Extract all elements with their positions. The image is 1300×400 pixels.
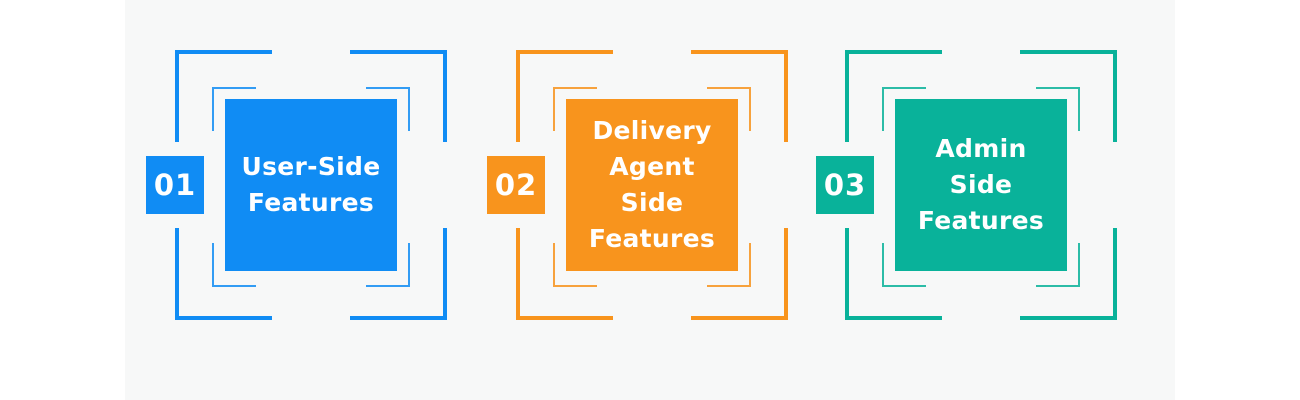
feature-card-user-side: User-Side Features 01 xyxy=(146,50,447,320)
card-title-line: Features xyxy=(247,188,375,217)
inner-bracket-top-right xyxy=(707,87,751,131)
inner-bracket-top-left xyxy=(212,87,256,131)
outer-bracket-bottom-left xyxy=(175,228,272,320)
card-title-line: User-Side xyxy=(241,152,381,181)
inner-bracket-bottom-right xyxy=(707,243,751,287)
card-title-line: Admin xyxy=(935,134,1027,163)
inner-bracket-top-right xyxy=(1036,87,1080,131)
outer-bracket-top-right xyxy=(1020,50,1117,142)
card-title-line: Features xyxy=(588,224,716,253)
outer-bracket-bottom-left xyxy=(845,228,942,320)
card-title-line: Features xyxy=(917,206,1045,235)
outer-bracket-bottom-right xyxy=(1020,228,1117,320)
outer-bracket-bottom-right xyxy=(350,228,447,320)
inner-bracket-top-right xyxy=(366,87,410,131)
card-title-line: Delivery xyxy=(592,116,712,145)
step-number-badge: 02 xyxy=(487,156,545,214)
outer-bracket-bottom-left xyxy=(516,228,613,320)
feature-card-admin-side: Admin Side Features 03 xyxy=(816,50,1117,320)
step-number-badge: 03 xyxy=(816,156,874,214)
inner-bracket-top-left xyxy=(882,87,926,131)
outer-bracket-top-right xyxy=(350,50,447,142)
card-title-line: Side xyxy=(949,170,1013,199)
card-title-box: Delivery Agent Side Features xyxy=(566,99,738,271)
inner-bracket-top-left xyxy=(553,87,597,131)
inner-bracket-bottom-left xyxy=(882,243,926,287)
outer-bracket-top-left xyxy=(845,50,942,142)
inner-bracket-bottom-left xyxy=(553,243,597,287)
card-title-box: User-Side Features xyxy=(225,99,397,271)
step-number-badge: 01 xyxy=(146,156,204,214)
card-title-line: Agent xyxy=(609,152,695,181)
inner-bracket-bottom-right xyxy=(366,243,410,287)
feature-card-delivery-agent-side: Delivery Agent Side Features 02 xyxy=(487,50,788,320)
inner-bracket-bottom-right xyxy=(1036,243,1080,287)
card-title-line: Side xyxy=(620,188,684,217)
outer-bracket-top-left xyxy=(516,50,613,142)
card-title-box: Admin Side Features xyxy=(895,99,1067,271)
inner-bracket-bottom-left xyxy=(212,243,256,287)
outer-bracket-bottom-right xyxy=(691,228,788,320)
outer-bracket-top-left xyxy=(175,50,272,142)
outer-bracket-top-right xyxy=(691,50,788,142)
